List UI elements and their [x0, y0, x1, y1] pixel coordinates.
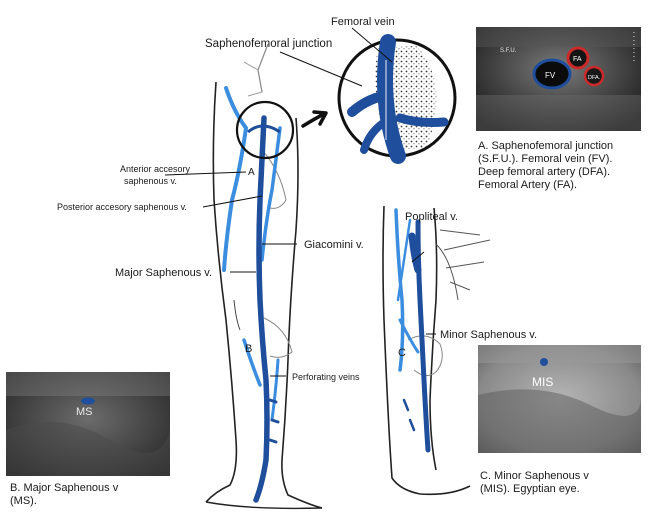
deep-femoral-artery-ring — [583, 65, 605, 87]
us-label-fa: FA — [573, 56, 582, 63]
left-leg-illustration — [205, 43, 323, 510]
ultrasound-image-c: MIS — [478, 345, 641, 453]
caption-c-line: C. Minor Saphenous v — [480, 470, 589, 482]
label-giacomini: Giacomini v. — [304, 239, 364, 251]
caption-a-line: (S.F.U.). Femoral vein (FV). — [478, 153, 613, 165]
us-label-ms: MS — [76, 406, 93, 418]
major-saphenous-us-mark — [81, 397, 95, 405]
caption-a-line: A. Saphenofemoral junction — [478, 140, 614, 152]
letter-c: C — [398, 347, 406, 359]
right-leg-illustration — [382, 205, 491, 496]
label-femoral-vein: Femoral vein — [331, 16, 395, 28]
caption-c: C. Minor Saphenous v (MIS). Egyptian eye… — [480, 470, 589, 496]
us-label-mis: MIS — [532, 375, 553, 389]
us-label-fv: FV — [545, 71, 556, 80]
ultrasound-image-a: S.F.U. FA FV DFA. — [476, 27, 641, 131]
junction-magnification — [337, 34, 457, 164]
caption-b: B. Major Saphenous v (MS). — [10, 482, 118, 508]
label-anterior-accessory-line2: saphenous v. — [124, 176, 177, 186]
label-minor-saphenous: Minor Saphenous v. — [440, 329, 537, 341]
caption-a: A. Saphenofemoral junction (S.F.U.). Fem… — [478, 140, 613, 192]
ultrasound-image-b: MS — [6, 372, 170, 476]
us-label-dfa: DFA. — [588, 75, 601, 81]
leader-lines — [164, 27, 436, 377]
label-saphenofemoral-junction: Saphenofemoral junction — [205, 38, 332, 50]
femoral-vein-ring — [532, 58, 572, 90]
caption-a-line: Femoral Artery (FA). — [478, 179, 578, 191]
femoral-artery-ring — [566, 46, 590, 70]
caption-a-line: Deep femoral artery (DFA). — [478, 166, 611, 178]
caption-b-line: (MS). — [10, 495, 37, 507]
label-popliteal: Popliteal v. — [405, 211, 458, 223]
label-posterior-accessory: Posterior accesory saphenous v. — [57, 202, 187, 212]
label-major-saphenous: Major Saphenous v. — [115, 267, 212, 279]
label-perforating-veins: Perforating veins — [292, 372, 360, 382]
label-anterior-accessory-line1: Anterior accesory — [120, 164, 191, 174]
letter-b: B — [245, 343, 252, 355]
letter-a: A — [248, 167, 255, 178]
caption-c-line: (MIS). Egyptian eye. — [480, 483, 580, 495]
magnify-arrow-icon — [301, 110, 328, 128]
minor-saphenous-us-mark — [540, 358, 548, 366]
caption-b-line: B. Major Saphenous v — [10, 482, 119, 494]
us-label-sfu: S.F.U. — [500, 48, 517, 54]
